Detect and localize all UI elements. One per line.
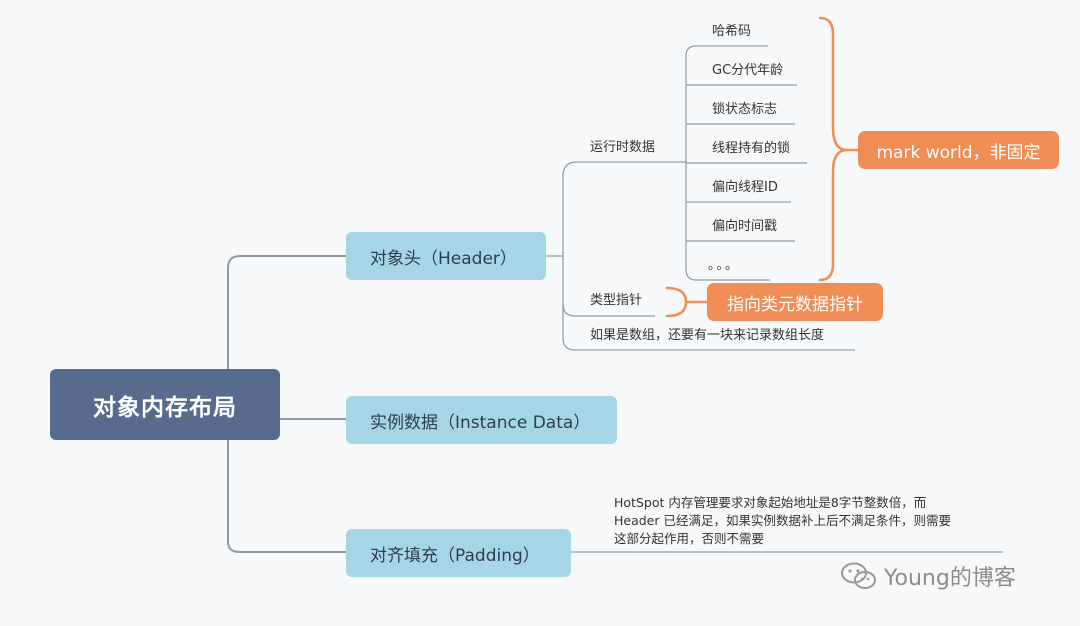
padding-note-line-3: 这部分起作用，否则不需要: [614, 531, 765, 546]
padding-note[interactable]: HotSpot 内存管理要求对象起始地址是8字节整数倍，而 Header 已经满…: [614, 494, 951, 548]
mark-word-callout-text: mark world，非固定: [876, 142, 1041, 163]
type-pointer-label[interactable]: 类型指针: [590, 293, 643, 308]
underline-ellipsis: [685, 268, 770, 281]
wechat-icon: [841, 562, 876, 589]
brace-mark-word: [818, 16, 848, 282]
padding-label: 对齐填充（Padding）: [370, 545, 540, 566]
runtime-data-label[interactable]: 运行时数据: [590, 140, 656, 155]
connector-root-padding: [227, 440, 346, 553]
leaf-biased-thread-id[interactable]: 偏向线程ID: [712, 180, 778, 195]
watermark: Young的博客: [840, 560, 1016, 592]
header-label: 对象头（Header）: [370, 248, 517, 269]
padding-note-line-2: Header 已经满足，如果实例数据补上后不满足条件，则需要: [614, 513, 951, 528]
leaf-hash-code[interactable]: 哈希码: [712, 24, 752, 39]
leaf-biased-timestamp[interactable]: 偏向时间戳: [712, 219, 778, 234]
leaf-lock-holder[interactable]: 线程持有的锁: [712, 141, 791, 156]
watermark-text: Young的博客: [884, 566, 1016, 591]
type-pointer-callout[interactable]: 指向类元数据指针: [707, 283, 883, 321]
connector-header-runtime: [546, 161, 665, 257]
padding-node[interactable]: 对齐填充（Padding）: [346, 529, 571, 577]
instance-data-label: 实例数据（Instance Data）: [370, 412, 591, 433]
underline-hash: [685, 45, 768, 57]
brace-type-pointer: [665, 286, 688, 318]
root-node[interactable]: 对象内存布局: [50, 369, 280, 440]
connector-runtime-trunk: [665, 56, 687, 269]
type-pointer-callout-text: 指向类元数据指针: [727, 294, 863, 315]
leaf-lock-status[interactable]: 锁状态标志: [712, 102, 778, 117]
leaf-ellipsis[interactable]: 。。。: [708, 258, 741, 273]
root-label: 对象内存布局: [93, 394, 237, 421]
connector-root-header: [227, 255, 346, 369]
header-node[interactable]: 对象头（Header）: [346, 232, 546, 280]
instance-data-node[interactable]: 实例数据（Instance Data）: [346, 396, 617, 444]
array-length-note[interactable]: 如果是数组，还要有一块来记录数组长度: [590, 328, 825, 343]
padding-note-line-1: HotSpot 内存管理要求对象起始地址是8字节整数倍，而: [614, 495, 927, 510]
mark-word-callout[interactable]: mark world，非固定: [858, 131, 1059, 169]
connector-header-array: [562, 304, 855, 351]
leaf-gc-age[interactable]: GC分代年龄: [712, 63, 784, 78]
